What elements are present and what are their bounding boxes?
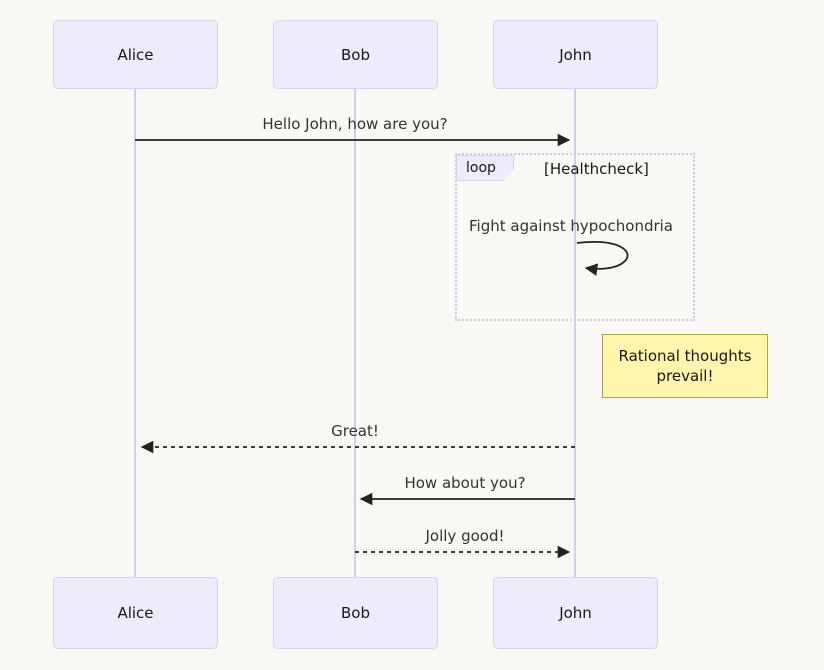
participant-label: Bob — [341, 604, 370, 622]
participant-box-bob-top[interactable]: Bob — [273, 20, 438, 89]
message-label-5: Jolly good! — [425, 527, 505, 545]
message-label-1: Hello John, how are you? — [262, 115, 448, 133]
loop-fragment-condition: [Healthcheck] — [544, 160, 649, 178]
loop-fragment-tag[interactable]: loop — [456, 155, 514, 181]
loop-tag-label: loop — [466, 160, 496, 176]
participant-label: John — [559, 604, 592, 622]
participant-box-bob-bottom[interactable]: Bob — [273, 577, 438, 649]
message-label-4: How about you? — [404, 474, 526, 492]
message-label-2: Fight against hypochondria — [469, 217, 673, 235]
participant-box-john-bottom[interactable]: John — [493, 577, 658, 649]
participant-label: Alice — [117, 604, 154, 622]
participant-label: Bob — [341, 45, 370, 64]
message-label-3: Great! — [331, 422, 379, 440]
note-line-1: Rational thoughts — [618, 346, 752, 365]
participant-box-john-top[interactable]: John — [493, 20, 658, 89]
participant-box-alice-bottom[interactable]: Alice — [53, 577, 218, 649]
note-right-of-john: Rational thoughts prevail! — [602, 334, 768, 398]
participant-box-alice-top[interactable]: Alice — [53, 20, 218, 89]
note-line-2: prevail! — [656, 367, 714, 385]
loop-fragment-box — [455, 153, 695, 321]
participant-label: John — [559, 45, 592, 64]
participant-label: Alice — [117, 45, 154, 64]
